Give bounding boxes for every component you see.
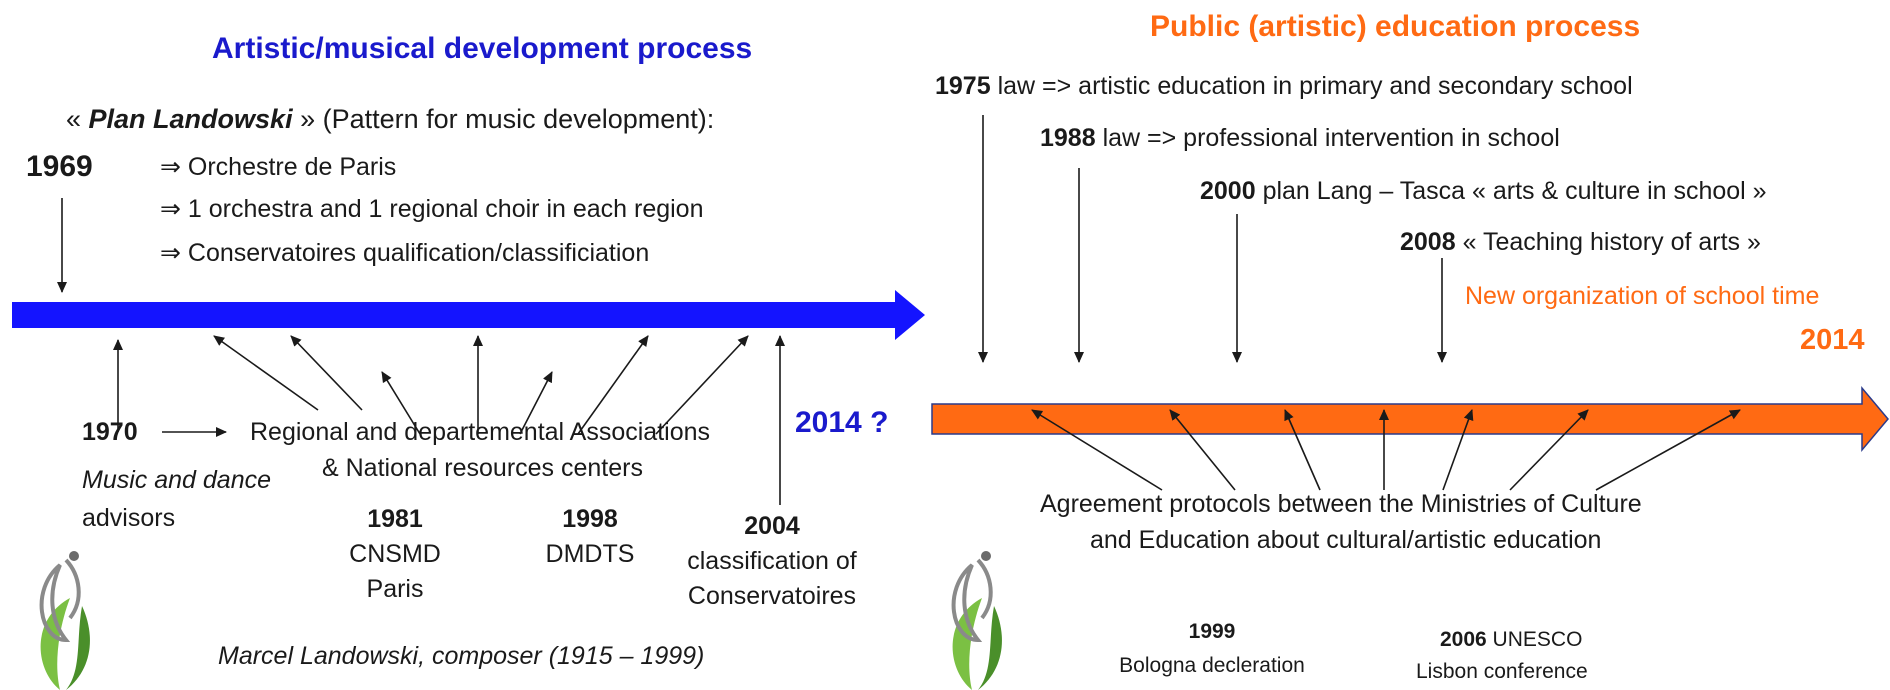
music-dance-label: Music and dance — [82, 466, 272, 494]
plan-suffix: » (Pattern for music development): — [292, 104, 715, 134]
year-1969: 1969 — [26, 150, 93, 183]
law-1988-text: law => professional intervention in scho… — [1095, 124, 1560, 152]
arrow-assoc-6 — [577, 335, 649, 435]
arrow-agree-7 — [1595, 409, 1741, 491]
law-1975-year: 1975 — [935, 72, 991, 100]
plan-prefix: « — [66, 104, 89, 134]
law-1975: 1975 law => artistic education in primar… — [935, 72, 1633, 101]
event-1981: 1981 CNSMD Paris — [330, 505, 460, 604]
event-2008-year: 2008 — [1400, 228, 1456, 256]
law-1988-year: 1988 — [1040, 124, 1096, 152]
event-1981-line1: CNSMD — [349, 540, 441, 568]
arrow-assoc-3 — [381, 371, 421, 435]
landowski-caption: Marcel Landowski, composer (1915 – 1999) — [218, 642, 705, 670]
advisors-label: advisors — [82, 504, 176, 532]
event-2008-text: « Teaching history of arts » — [1455, 228, 1761, 256]
leaf-logo-right — [951, 551, 1002, 690]
leaf-logo-left — [39, 551, 90, 690]
event-2004-line2: Conservatoires — [687, 582, 857, 610]
bullet-conservatoires: ⇒ Conservatoires qualification/classific… — [160, 239, 650, 267]
arrow-agree-6 — [1509, 409, 1589, 491]
event-2006: 2006 UNESCO Lisbon conference — [1416, 628, 1616, 684]
event-1998-line1: DMDTS — [545, 540, 635, 568]
plan-2000-text: plan Lang – Tasca « arts & culture in sc… — [1255, 177, 1767, 205]
right-title: Public (artistic) education process — [1150, 10, 1641, 43]
event-2006-year: 2006 — [1440, 628, 1487, 651]
event-1998-year: 1998 — [562, 505, 618, 533]
bullet-orchestre: ⇒ Orchestre de Paris — [160, 153, 397, 181]
law-1988: 1988 law => professional intervention in… — [1040, 124, 1560, 153]
arrow-agree-1 — [1031, 409, 1163, 491]
left-title: Artistic/musical development process — [212, 32, 753, 65]
agreement-line2: and Education about cultural/artistic ed… — [1090, 526, 1602, 554]
plan-2000-year: 2000 — [1200, 177, 1256, 205]
event-1981-line2: Paris — [366, 575, 424, 603]
law-1975-text: law => artistic education in primary and… — [990, 72, 1633, 100]
event-1998: 1998 DMDTS — [535, 505, 645, 569]
plan-name: Plan Landowski — [88, 104, 293, 134]
event-2004-line1: classification of — [687, 547, 857, 575]
year-2014: 2014 — [1800, 324, 1865, 356]
new-organization-label: New organization of school time — [1465, 282, 1820, 310]
event-2004: 2004 classification of Conservatoires — [672, 512, 872, 611]
arrow-assoc-5 — [519, 371, 553, 435]
arrow-assoc-1 — [213, 335, 319, 411]
event-2004-year: 2004 — [744, 512, 800, 540]
plan-2000: 2000 plan Lang – Tasca « arts & culture … — [1200, 177, 1767, 206]
blue-timeline-arrow — [12, 290, 925, 340]
event-1999-text: Bologna decleration — [1119, 654, 1305, 677]
arrow-agree-5 — [1442, 409, 1474, 491]
event-2008: 2008 « Teaching history of arts » — [1400, 228, 1761, 257]
orange-timeline-arrow — [931, 385, 1889, 453]
year-1970: 1970 — [82, 418, 138, 446]
associations-line1: Regional and departemental Associations — [250, 418, 711, 446]
event-2006-text: UNESCO — [1486, 628, 1583, 651]
event-1981-year: 1981 — [367, 505, 423, 533]
arrow-assoc-2 — [290, 335, 363, 411]
arrow-agree-3 — [1284, 409, 1321, 491]
arrow-agree-2 — [1169, 409, 1236, 491]
event-1999-year: 1999 — [1188, 620, 1236, 643]
agreement-line1: Agreement protocols between the Ministri… — [1040, 490, 1642, 518]
event-1999: 1999 Bologna decleration — [1092, 620, 1332, 678]
arrow-assoc-7 — [655, 335, 749, 435]
bullet-orchestra-choir: ⇒ 1 orchestra and 1 regional choir in ea… — [160, 195, 704, 223]
year-2014-question: 2014 ? — [795, 406, 889, 439]
plan-landowski-heading: « Plan Landowski » (Pattern for music de… — [66, 104, 714, 135]
event-2006-line2: Lisbon conference — [1416, 660, 1588, 683]
associations-line2: & National resources centers — [322, 454, 643, 482]
